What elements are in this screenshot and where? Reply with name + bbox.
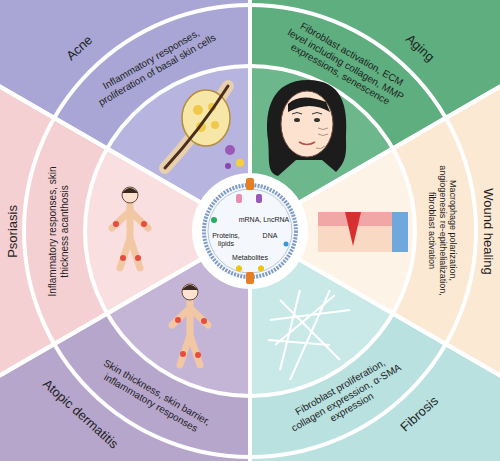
effect-text: Macrophage polarization, angiogenesis re…: [426, 161, 457, 301]
acne-illustration: [165, 86, 244, 169]
ring-gap: [85, 66, 415, 396]
sector-fill: [250, 259, 500, 461]
ring-separators: [24, 5, 476, 457]
aging-face: [267, 80, 346, 176]
atopic-figure: [172, 284, 208, 365]
cargo-label: Proteins, lipids: [208, 232, 244, 248]
sector-band: [250, 344, 500, 461]
effect-text: Fibroblast proliferation, collagen expre…: [277, 347, 415, 447]
effect-text: Inflammatory responses, skin thickness a…: [47, 161, 70, 301]
cargo-label: DNA: [263, 232, 278, 240]
exosome-illustration: [194, 175, 306, 287]
sector-border: [298, 21, 500, 441]
psoriasis-figure: [112, 187, 148, 268]
disease-name: Psoriasis: [6, 205, 21, 258]
effect-text: Skin thickness, skin barrier, inflammato…: [88, 352, 221, 442]
sector-band: [0, 21, 54, 441]
disease-name: Atopic dermatitis: [39, 376, 120, 451]
disease-name: Acne: [64, 33, 96, 64]
fibrosis-mesh: [268, 290, 350, 380]
disease-name: Wound healing: [480, 188, 495, 275]
ring-gap: [24, 5, 476, 457]
sector-border: [0, 21, 202, 441]
cargo-label: Metabolites: [232, 254, 268, 262]
sector-band: [0, 344, 250, 461]
sector-border: [0, 0, 250, 203]
disease-name: Fibrosis: [398, 393, 442, 435]
effect-text: Fibroblast activation, ECM level includi…: [277, 15, 415, 115]
sector-border: [0, 259, 250, 461]
wound-skin: [318, 212, 408, 252]
cargo-label: mRNA, LncRNA: [239, 216, 290, 224]
sector-border: [250, 259, 500, 461]
disease-name: Aging: [403, 31, 438, 64]
effect-text: Inflammatory responses, proliferation of…: [88, 20, 221, 110]
sector-border: [250, 0, 500, 203]
sector-band: [85, 149, 202, 314]
